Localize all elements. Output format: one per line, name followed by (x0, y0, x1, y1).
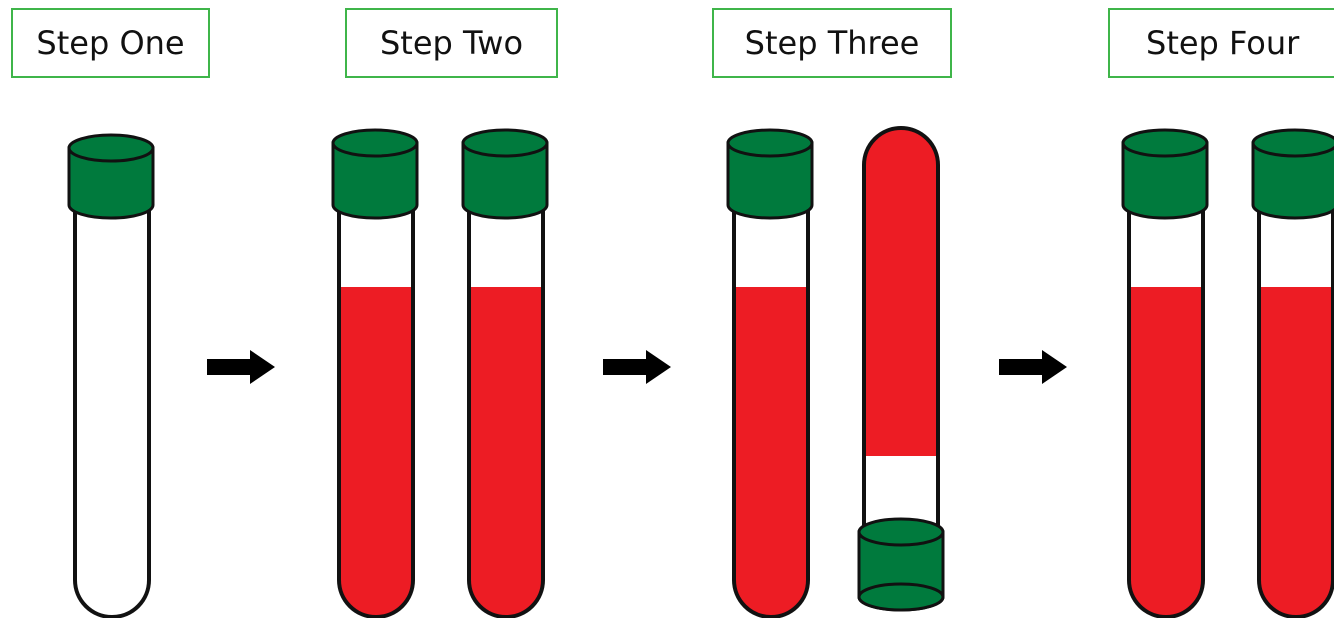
tube-cap-icon (1121, 128, 1209, 220)
tube-cap-icon (1251, 128, 1334, 220)
filled-tube-left (1121, 128, 1209, 618)
filled-tube-right (461, 128, 549, 618)
blood-fill (1259, 287, 1333, 617)
tube-cap-icon (331, 128, 419, 220)
tube-cap-icon (67, 133, 155, 220)
tube-cap-icon (726, 128, 814, 220)
blood-fill (864, 128, 938, 456)
inverted-tube (857, 126, 945, 612)
right-arrow-icon (603, 350, 671, 384)
step-two-label: Step Two (345, 8, 558, 78)
right-arrow-icon (207, 350, 275, 384)
step-four-label: Step Four (1108, 8, 1334, 78)
step-one-label: Step One (11, 8, 210, 78)
blood-fill (1129, 287, 1203, 617)
blood-fill (339, 287, 413, 617)
blood-fill (469, 287, 543, 617)
empty-tube (67, 133, 155, 618)
filled-tube-left (331, 128, 419, 618)
tube-cap-icon (461, 128, 549, 220)
filled-tube-upright (726, 128, 814, 618)
step-three-label: Step Three (712, 8, 952, 78)
filled-tube-right (1251, 128, 1334, 618)
right-arrow-icon (999, 350, 1067, 384)
blood-fill (734, 287, 808, 617)
test-tube-icon (73, 208, 151, 618)
tube-cap-icon (857, 517, 945, 612)
